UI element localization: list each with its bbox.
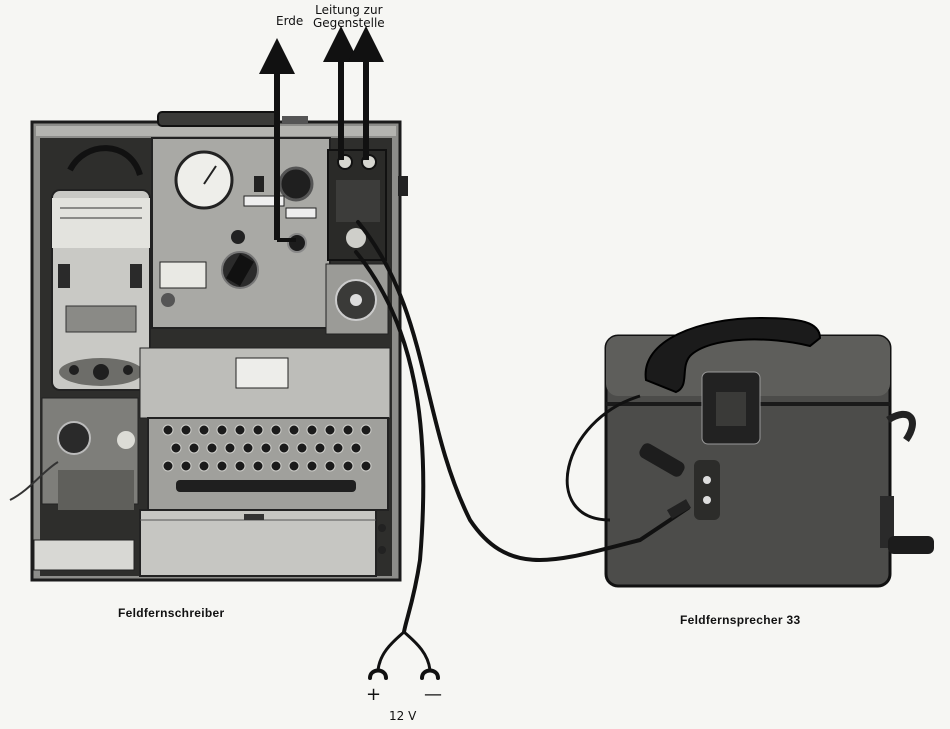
line-label-line2: Gegenstelle (313, 16, 385, 30)
selector-knob (278, 166, 314, 202)
telephone-photo (565, 316, 934, 588)
line-label: Leitung zur Gegenstelle (313, 4, 385, 30)
voltmeter (174, 150, 234, 210)
terminal-plus (368, 668, 388, 680)
teleprinter-photo (9, 111, 408, 582)
control-panel (151, 137, 331, 329)
motor-unit (51, 189, 151, 391)
telephone-caption: Feldfernsprecher 33 (680, 613, 801, 627)
crank-handle (888, 536, 934, 554)
power-cable (354, 250, 426, 634)
terminal-minus (420, 668, 440, 680)
voltage-label: 12 V (389, 709, 417, 723)
ground-terminal (287, 233, 307, 253)
line-label-line1: Leitung zur (315, 3, 383, 17)
teleprinter-caption: Feldfernschreiber (118, 606, 225, 620)
connection-arrows (259, 26, 384, 242)
connection-cables (354, 220, 692, 680)
telephone-cable (356, 220, 690, 562)
terminal-block (325, 149, 389, 335)
teleprinter-handle (157, 111, 279, 127)
handset (644, 316, 822, 394)
keyboard (147, 417, 389, 511)
paper-drawer (139, 509, 377, 577)
ground-label: Erde (276, 14, 304, 28)
minus-label: — (424, 684, 442, 705)
plus-label: + (366, 684, 382, 705)
